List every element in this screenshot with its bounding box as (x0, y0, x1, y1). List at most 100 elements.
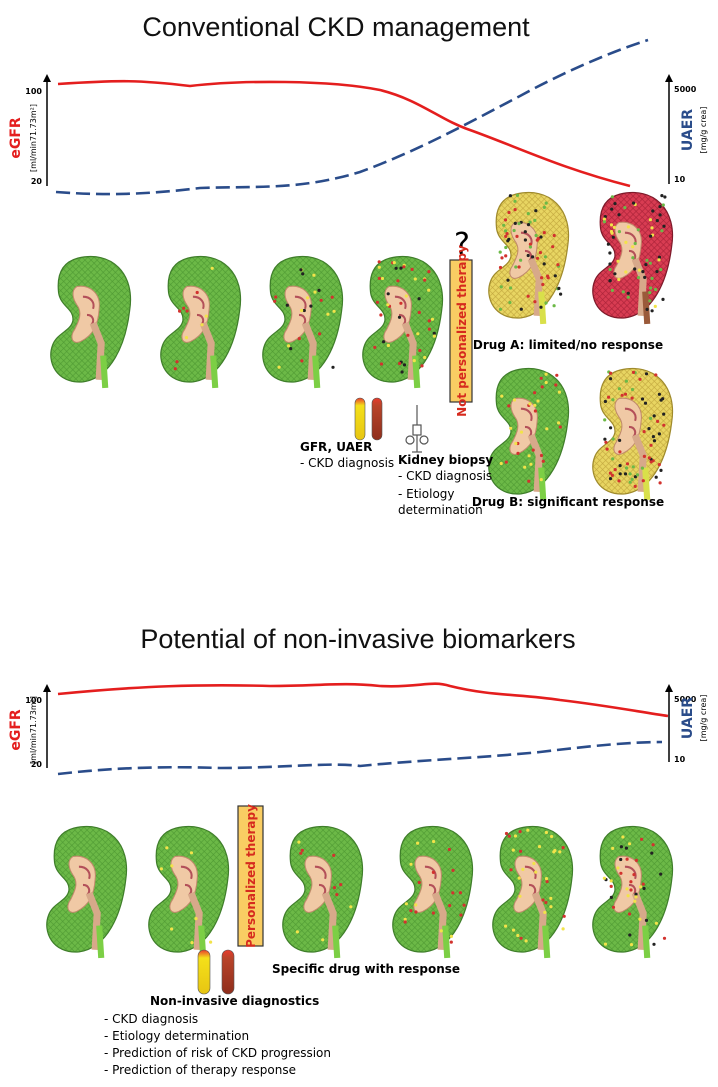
speckle-dot (634, 858, 639, 863)
speckle-dot (616, 259, 620, 263)
speckle-dot (209, 940, 213, 944)
speckle-dot (533, 391, 537, 395)
speckle-dot (643, 275, 647, 279)
speckle-dot (634, 895, 638, 899)
speckle-dot (403, 920, 407, 924)
speckle-dot (527, 479, 531, 483)
speckle-dot (379, 313, 383, 317)
speckle-dot (661, 203, 665, 207)
speckle-dot (611, 235, 615, 239)
speckle-dot (542, 231, 546, 235)
speckle-dot (509, 868, 513, 872)
speckle-dot (414, 910, 418, 914)
speckle-dot (431, 911, 435, 915)
speckle-dot (317, 288, 321, 292)
speckle-dot (427, 288, 431, 292)
speckle-dot (631, 370, 636, 374)
speckle-dot (551, 245, 555, 249)
speckle-dot (606, 242, 611, 246)
speckle-dot (557, 421, 561, 425)
speckle-dot (449, 940, 453, 944)
speckle-dot (523, 230, 527, 234)
speckle-dot (543, 255, 548, 259)
speckle-dot (377, 276, 381, 280)
speckle-dot (544, 380, 548, 385)
top-kidney-2 (161, 257, 241, 388)
speckle-dot (534, 870, 538, 874)
speckle-dot (643, 401, 648, 405)
bottom-uaer-unit: [mg/g crea] (699, 695, 708, 742)
speckle-dot (638, 377, 642, 381)
speckle-dot (659, 468, 663, 472)
speckle-dot (204, 314, 208, 318)
speckle-dot (652, 942, 656, 946)
top-kidney-1 (51, 257, 131, 388)
speckle-dot (427, 327, 431, 331)
speckle-dot (159, 867, 163, 871)
speckle-dot (613, 272, 617, 276)
speckle-dot (640, 466, 645, 470)
speckle-dot (647, 456, 651, 460)
speckle-dot (542, 262, 546, 266)
speckle-dot (532, 861, 536, 866)
speckle-dot (654, 287, 658, 292)
top-kidney-3 (263, 257, 343, 388)
speckle-dot (546, 274, 550, 278)
speckle-dot (631, 256, 635, 260)
speckle-dot (556, 263, 560, 267)
speckle-dot (639, 885, 643, 889)
speckle-dot (658, 213, 662, 217)
speckle-dot (200, 323, 204, 327)
speckle-dot (451, 868, 455, 873)
question-mark: ? (454, 227, 470, 262)
speckle-dot (608, 267, 612, 272)
speckle-dot (645, 307, 649, 311)
speckle-dot (301, 272, 305, 276)
speckle-dot (657, 392, 662, 396)
speckle-dot (507, 404, 511, 408)
speckle-dot (386, 343, 390, 348)
speckle-dot (526, 828, 530, 832)
speckle-dot (513, 208, 517, 212)
not-personalized-therapy-box: Not personalized therapy (449, 245, 473, 417)
specific-drug-label: Specific drug with response (272, 962, 460, 976)
speckle-dot (662, 224, 666, 228)
speckle-dot (373, 345, 377, 349)
top-uaer-unit: [mg/g crea] (699, 107, 708, 154)
speckle-dot (609, 879, 613, 883)
speckle-dot (528, 245, 533, 249)
speckle-dot (602, 220, 607, 224)
speckle-dot (178, 309, 182, 313)
speckle-dot (613, 468, 617, 472)
top-right-axis-tick-10: 10 (674, 175, 686, 184)
speckle-dot (462, 903, 466, 907)
speckle-dot (618, 464, 622, 468)
speckle-dot (397, 315, 402, 319)
speckle-dot (539, 235, 543, 239)
speckle-dot (406, 333, 410, 337)
speckle-dot (539, 478, 543, 482)
speckle-dot (519, 307, 523, 311)
speckle-dot (529, 462, 533, 466)
speckle-dot (427, 270, 431, 274)
speckle-dot (648, 299, 652, 303)
speckle-dot (647, 427, 651, 431)
speckle-dot (654, 475, 658, 479)
speckle-dot (448, 903, 452, 908)
speckle-dot (549, 905, 553, 909)
speckle-dot (526, 212, 530, 216)
speckle-dot (629, 880, 633, 884)
speckle-dot (274, 295, 278, 299)
speckle-dot (545, 427, 549, 431)
speckle-dot (635, 473, 640, 477)
top-uaer-curve (55, 38, 649, 196)
speckle-dot (609, 884, 613, 889)
speckle-dot (349, 905, 353, 909)
speckle-dot (650, 226, 654, 230)
speckle-dot (533, 409, 538, 413)
speckle-dot (423, 355, 427, 360)
speckle-dot (523, 465, 527, 469)
speckle-dot (662, 412, 666, 416)
speckle-dot (623, 392, 628, 396)
speckle-dot (517, 265, 521, 269)
